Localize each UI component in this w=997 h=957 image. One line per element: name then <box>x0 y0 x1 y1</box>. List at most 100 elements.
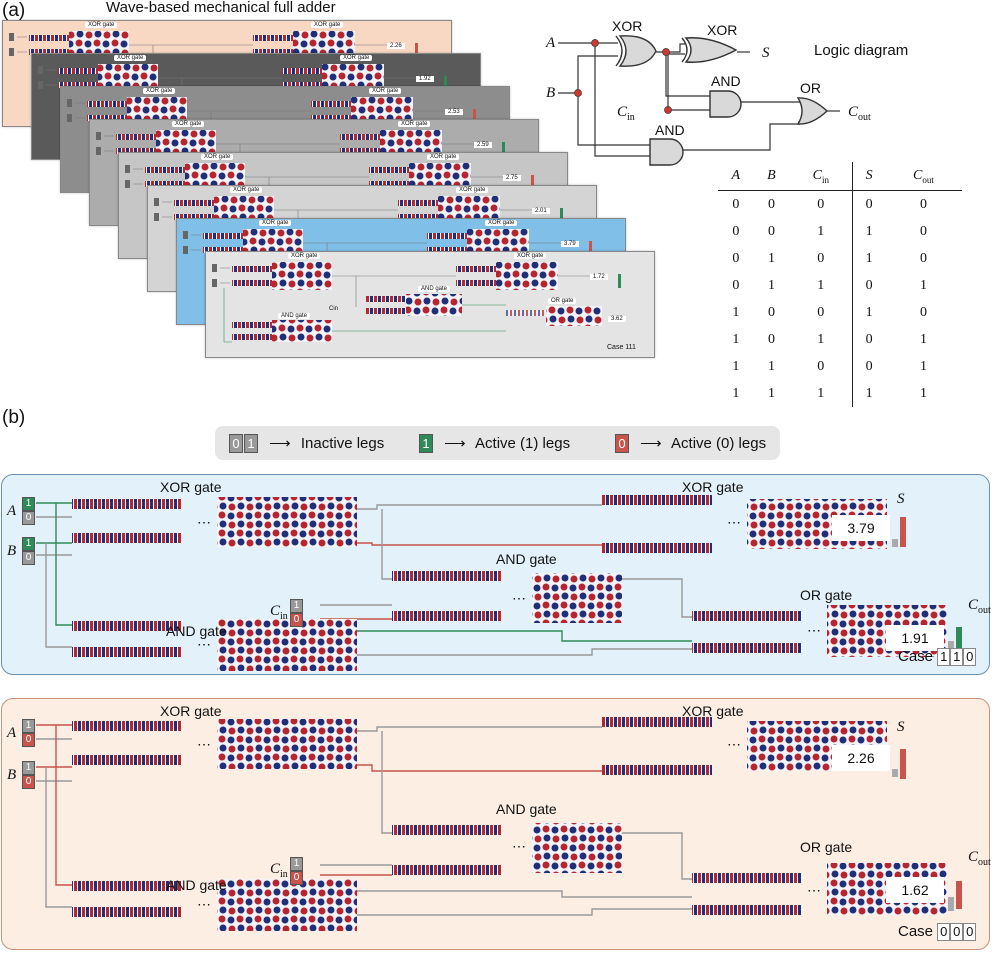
mini-gate-label: XOR gate <box>485 220 518 226</box>
svg-text:⋯: ⋯ <box>197 896 211 912</box>
xor-gate-1-title: XOR gate <box>160 703 222 719</box>
truth-cell: 0 <box>919 250 927 266</box>
mini-waveguide <box>398 200 438 206</box>
th-b: B <box>753 162 790 191</box>
waveguide <box>72 721 182 731</box>
ld-input-b: B <box>546 85 556 101</box>
and-gate-1-title: AND gate <box>496 551 557 567</box>
mini-gate-label: XOR gate <box>114 55 147 61</box>
mini-value: 1.72 <box>590 274 608 280</box>
input-cin-label: Cin <box>270 861 288 880</box>
input-b-label: B <box>7 543 17 559</box>
truth-cell: 0 <box>852 353 885 380</box>
ld-gate-and-1: AND <box>711 73 741 89</box>
truth-cell: 1 <box>817 385 825 401</box>
mini-waveguide <box>174 214 214 220</box>
input-a-tag-0: 0 <box>22 733 35 747</box>
output-s-label: S <box>897 719 905 735</box>
truth-cell: 0 <box>852 326 885 353</box>
mini-waveguide <box>232 280 272 286</box>
truth-cell: 0 <box>732 250 740 266</box>
legend-active0: 0 ⟶ Active (0) legs <box>615 434 766 453</box>
panel-a-title: Wave-based mechanical full adder <box>106 0 336 16</box>
mini-input-tag <box>125 165 130 173</box>
truth-cell: 0 <box>817 250 825 266</box>
input-cin-label: Cin <box>270 603 288 622</box>
mini-value: 3.79 <box>561 241 579 247</box>
mini-waveguide <box>311 115 351 121</box>
truth-cell: 1 <box>817 223 825 239</box>
resonator <box>532 823 622 873</box>
truth-cell: 0 <box>732 223 740 239</box>
truth-cell: 0 <box>767 223 775 239</box>
ld-gate-xor-1: XOR <box>612 18 643 34</box>
mini-waveguide <box>340 148 380 154</box>
legend-active1: 1 ⟶ Active (1) legs <box>419 434 570 453</box>
mini-input-tag <box>67 114 72 122</box>
mini-waveguide <box>398 214 438 220</box>
truth-cell: 0 <box>919 223 927 239</box>
mini-gate-label: XOR gate <box>427 154 460 160</box>
output-cout-label: Cout <box>968 597 991 616</box>
truth-cell: 0 <box>817 304 825 320</box>
mini-value: 2.01 <box>532 208 550 214</box>
s-output-bar-inactive <box>892 539 898 547</box>
panel-b-label: (b) <box>2 407 26 428</box>
mini-input-tag <box>183 231 188 239</box>
arrow-icon: ⟶ <box>444 435 466 452</box>
th-s: S <box>852 162 885 191</box>
truth-cell: 1 <box>852 245 885 272</box>
input-b-tag-0: 0 <box>22 551 35 565</box>
case-digit: 0 <box>937 923 951 941</box>
resonator <box>217 719 357 769</box>
truth-cell: 0 <box>919 304 927 320</box>
truth-cell: 1 <box>767 358 775 374</box>
waveguide <box>72 499 182 509</box>
waveguide <box>72 621 182 631</box>
mini-input-tag <box>96 132 101 140</box>
mini-waveguide <box>87 115 127 121</box>
input-a-tag-1: 1 <box>22 719 35 733</box>
legend-inactive-text: Inactive legs <box>300 435 385 452</box>
waveguide <box>72 907 182 917</box>
output-s-label: S <box>897 491 905 507</box>
truth-cell: 1 <box>732 385 740 401</box>
truth-cell: 0 <box>767 196 775 212</box>
truth-cell: 1 <box>732 331 740 347</box>
case-digit: 0 <box>963 923 977 941</box>
input-a-label: A <box>7 725 17 741</box>
mini-gate-label: XOR gate <box>369 88 402 94</box>
truth-cell: 0 <box>732 196 740 212</box>
mini-resonator <box>496 262 558 290</box>
mini-output-bar <box>618 274 621 288</box>
legend-inactive-0: 0 <box>229 434 243 453</box>
s-output-bar-inactive <box>892 769 898 777</box>
or-gate <box>796 97 829 125</box>
svg-text:⋯: ⋯ <box>197 514 211 530</box>
arrow-icon: ⟶ <box>269 435 291 452</box>
waveguide <box>692 873 802 883</box>
mini-gate-label: XOR gate <box>398 121 431 127</box>
mini-gate-label: XOR gate <box>288 253 321 259</box>
ld-gate-and-2: AND <box>655 122 685 138</box>
resonator <box>217 879 357 931</box>
mini-gate-label: XOR gate <box>172 121 205 127</box>
mini-waveguide <box>427 247 467 253</box>
s-value-readout: 3.79 <box>832 515 890 541</box>
mini-cin-label: Cin <box>329 306 339 312</box>
input-a-label: A <box>7 503 17 519</box>
cout-output-bar <box>956 627 962 655</box>
case-digit: 1 <box>937 648 951 666</box>
ld-input-a: A <box>546 35 556 51</box>
mini-output-bar <box>531 175 534 189</box>
waveguide <box>602 495 712 505</box>
svg-text:⋯: ⋯ <box>807 622 821 638</box>
input-cin-tag-1: 1 <box>290 599 303 613</box>
truth-cell: 0 <box>852 272 885 299</box>
mini-and-label: AND gate <box>418 286 451 292</box>
waveguide <box>72 755 182 765</box>
